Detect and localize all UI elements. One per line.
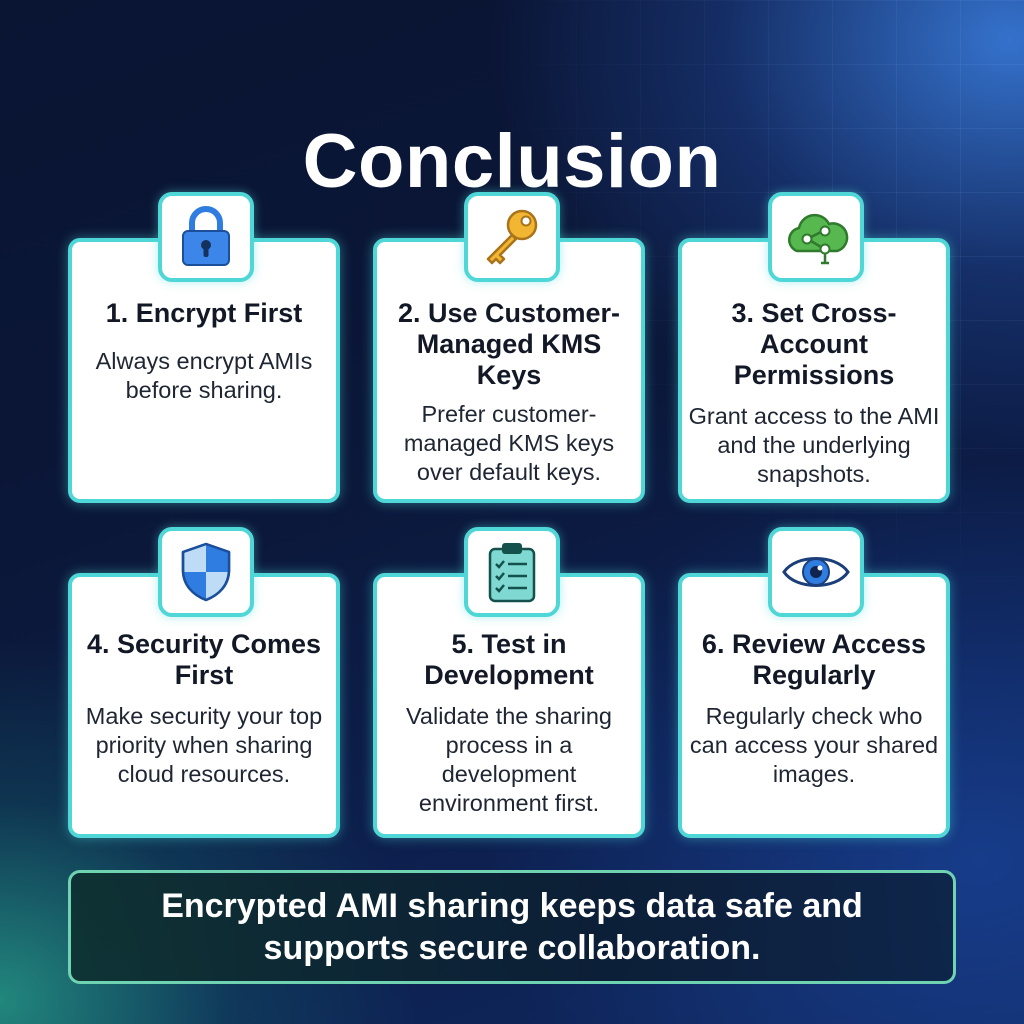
card-title: 1. Encrypt First: [105, 298, 303, 328]
card-4-icon-box: [158, 527, 254, 617]
key-icon: [486, 209, 538, 265]
card-description: Validate the sharing process in a develo…: [406, 703, 612, 816]
card-1-icon-box: [158, 192, 254, 282]
card-review-access: 6. Review Access Regularly Regularly che…: [678, 573, 950, 838]
summary-banner-text: Encrypted AMI sharing keeps data safe an…: [161, 887, 863, 967]
card-title: 3. Set Cross-Account Permissions: [731, 298, 897, 390]
card-description: Prefer customer-managed KMS keys over de…: [403, 401, 615, 485]
clipboard-checklist-icon: [488, 543, 536, 603]
eye-icon: [782, 557, 850, 587]
card-3-icon-box: [768, 192, 864, 282]
card-title: 5. Test in Development: [424, 629, 594, 690]
summary-banner: Encrypted AMI sharing keeps data safe an…: [68, 870, 956, 984]
card-description: Grant access to the AMI and the underlyi…: [688, 403, 940, 487]
padlock-icon: [182, 206, 230, 266]
card-2-icon-box: [464, 192, 560, 282]
card-title: 2. Use Customer-Managed KMS Keys: [397, 298, 621, 390]
card-cross-account-permissions: 3. Set Cross-Account Permissions Grant a…: [678, 238, 950, 503]
card-6-icon-box: [768, 527, 864, 617]
card-description: Regularly check who can access your shar…: [689, 703, 939, 787]
card-title: 6. Review Access Regularly: [701, 629, 927, 690]
card-5-icon-box: [464, 527, 560, 617]
shield-icon: [181, 542, 231, 602]
card-security-first: 4. Security Comes First Make security yo…: [68, 573, 340, 838]
card-description: Make security your top priority when sha…: [85, 703, 323, 787]
card-test-in-development: 5. Test in Development Validate the shar…: [373, 573, 645, 838]
card-customer-managed-keys: 2. Use Customer-Managed KMS Keys Prefer …: [373, 238, 645, 503]
card-description: Always encrypt AMIs before sharing.: [95, 348, 313, 403]
card-title: 4. Security Comes First: [86, 629, 322, 690]
page-title: Conclusion: [302, 118, 722, 204]
cloud-share-icon: [788, 213, 849, 265]
